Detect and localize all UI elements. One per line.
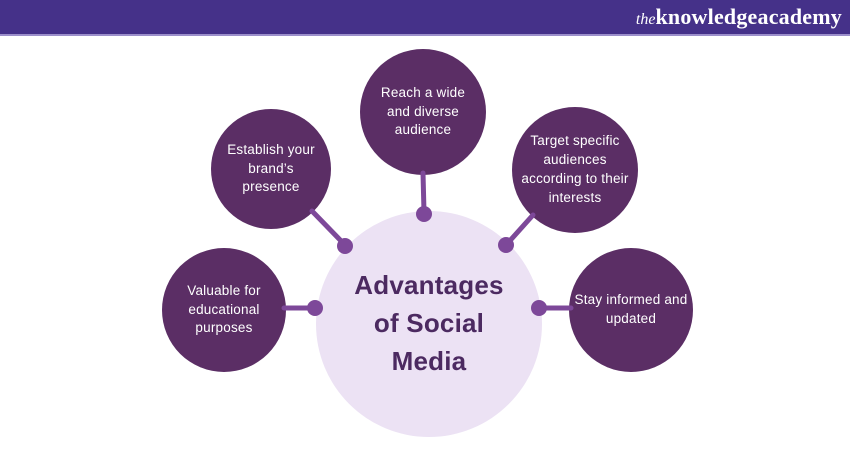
- logo-wordmark: knowledgeacademy: [655, 4, 842, 29]
- center-node: Advantages of Social Media: [316, 211, 542, 437]
- center-node-label: Advantages of Social Media: [354, 270, 504, 376]
- connector-top-line: [420, 170, 427, 215]
- connector-upper-left-line: [309, 208, 348, 248]
- node-target-audiences: Target specific audiences according to t…: [512, 107, 638, 233]
- connector-upper-right-line: [504, 212, 536, 247]
- node-brand-presence-label: Establish your brand’s presence: [227, 141, 315, 195]
- node-educational-value: Valuable for educational purposes: [162, 248, 286, 372]
- brand-logo: theknowledgeacademy: [636, 6, 850, 28]
- header-bar: theknowledgeacademy: [0, 0, 850, 36]
- node-stay-informed: Stay informed and updated: [569, 248, 693, 372]
- node-educational-value-label: Valuable for educational purposes: [187, 282, 261, 336]
- node-target-audiences-label: Target specific audiences according to t…: [521, 133, 629, 205]
- node-reach-audience-label: Reach a wide and diverse audience: [380, 84, 466, 138]
- logo-prefix: the: [635, 11, 656, 28]
- node-brand-presence: Establish your brand’s presence: [211, 109, 331, 229]
- node-stay-informed-label: Stay informed and updated: [574, 292, 688, 326]
- node-reach-audience: Reach a wide and diverse audience: [360, 49, 486, 175]
